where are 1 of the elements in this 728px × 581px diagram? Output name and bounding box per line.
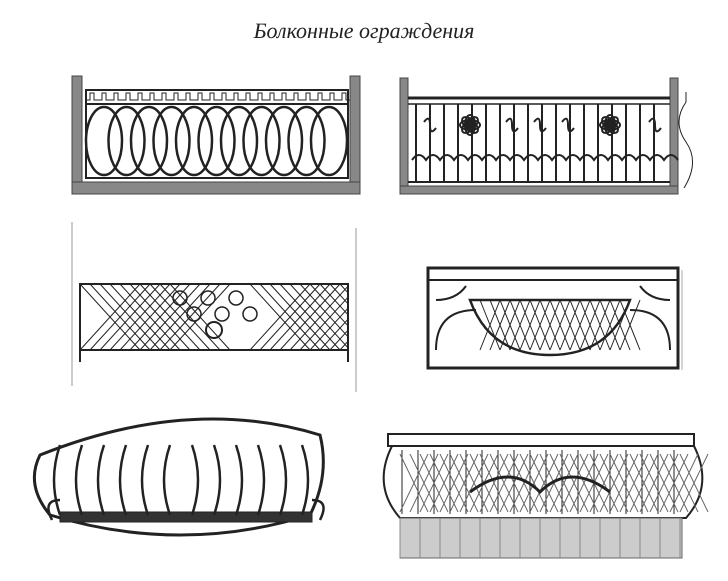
- page-title: Болконные ограждения: [252, 18, 476, 44]
